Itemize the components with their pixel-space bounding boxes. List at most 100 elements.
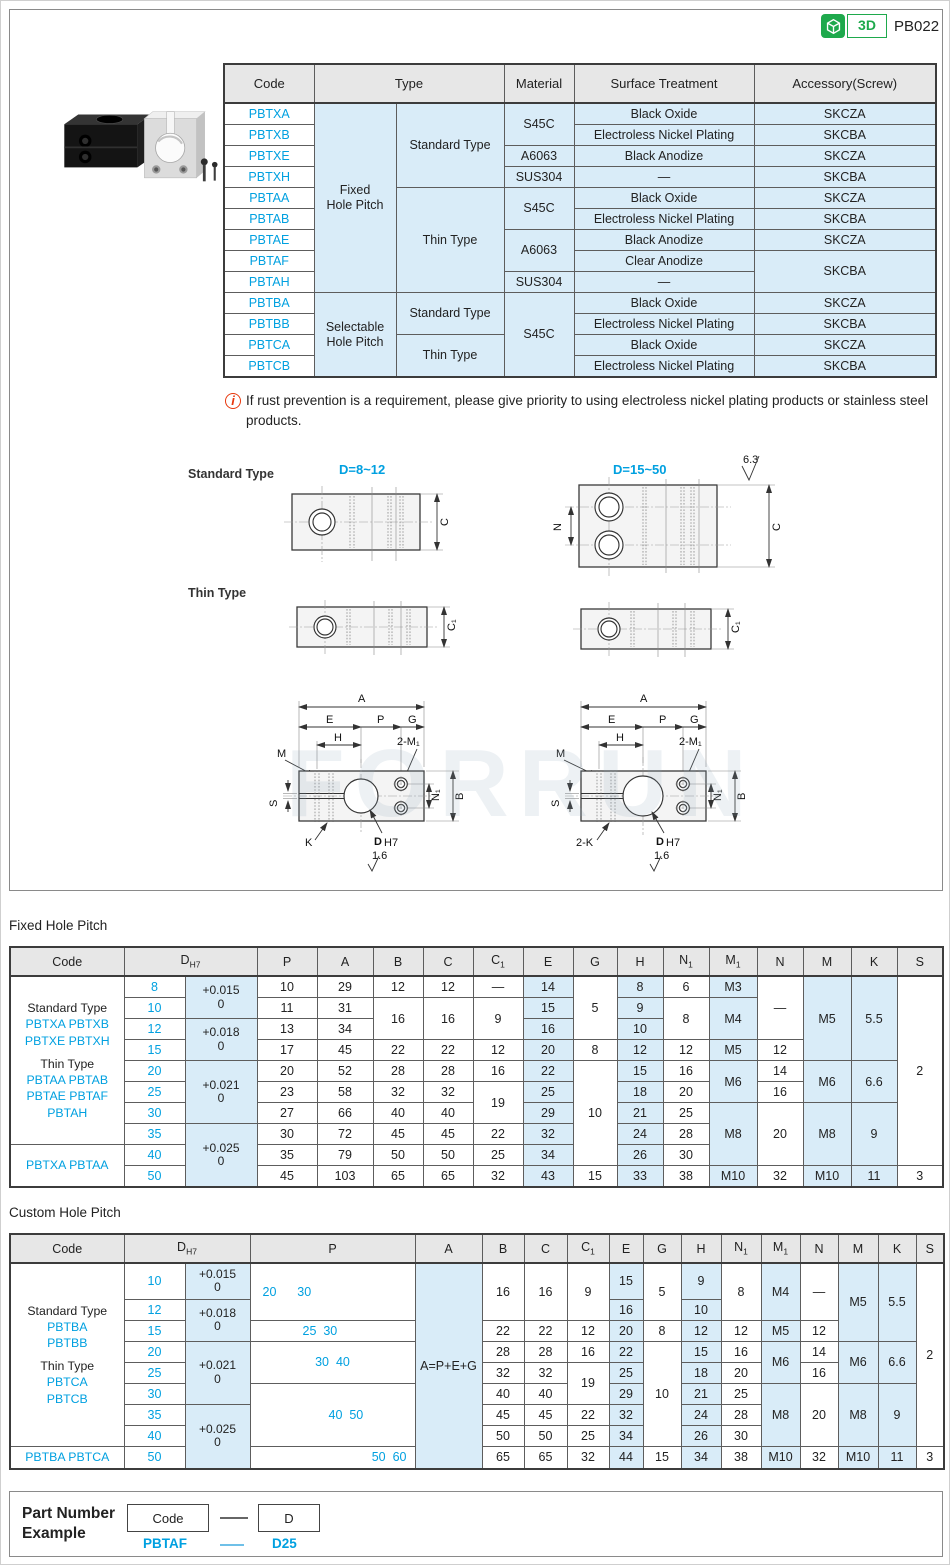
table-cell: 20 xyxy=(799,1382,839,1447)
table-cell: 32 xyxy=(372,1081,424,1103)
table-cell: 16 xyxy=(566,1340,610,1363)
table-cell: SKCBA xyxy=(753,313,937,335)
table-cell: 20 xyxy=(522,1039,574,1061)
column-header: A xyxy=(316,946,374,977)
table-cell: M10 xyxy=(760,1445,801,1470)
table-cell: M5 xyxy=(837,1262,879,1342)
table-cell: 30 xyxy=(123,1382,186,1405)
table-cell: S45C xyxy=(503,187,575,230)
column-header: P xyxy=(249,1233,416,1264)
table-cell: +0.021 0 xyxy=(184,1340,251,1405)
table-cell: 44 xyxy=(608,1445,644,1470)
table-cell: 50 60 xyxy=(249,1445,416,1470)
table-cell: SUS304 xyxy=(503,271,575,293)
table-cell: 65 xyxy=(422,1165,474,1188)
table-cell: 52 xyxy=(316,1060,374,1082)
table-cell: — xyxy=(472,975,524,998)
table-cell: SKCZA xyxy=(753,102,937,125)
table-cell: S45C xyxy=(503,102,575,146)
table-cell: 25 xyxy=(608,1361,644,1384)
table-cell: 12 xyxy=(422,975,474,998)
table-cell: 40 xyxy=(523,1382,568,1405)
table-cell: 10 xyxy=(123,1262,186,1300)
svg-text:6.3: 6.3 xyxy=(743,454,758,466)
table-cell: 58 xyxy=(316,1081,374,1103)
table-cell: 34 xyxy=(522,1144,574,1166)
table-cell: +0.025 0 xyxy=(184,1123,258,1188)
table-cell: M6 xyxy=(802,1060,852,1103)
table-cell: M5 xyxy=(760,1319,801,1342)
dash-line xyxy=(220,1517,248,1519)
column-header: M1 xyxy=(708,946,758,977)
table-cell: 20 30 xyxy=(249,1262,416,1321)
table-cell: 40 xyxy=(123,1424,186,1447)
table-cell: PBTCB xyxy=(223,355,315,378)
table-cell: 40 xyxy=(372,1102,424,1124)
column-header: H xyxy=(680,1233,722,1264)
table-cell: 16 xyxy=(523,1262,568,1321)
table-cell: 20 xyxy=(608,1319,644,1342)
dim-label-s: S xyxy=(269,800,280,807)
table-cell: 12 xyxy=(662,1039,710,1061)
table-cell: M6 xyxy=(708,1060,758,1103)
column-header: N xyxy=(799,1233,839,1264)
column-header: C1 xyxy=(566,1233,610,1264)
dim-label-2m1: 2-M₁ xyxy=(397,736,420,748)
3d-badge[interactable]: 3D xyxy=(847,14,887,38)
table-cell: M4 xyxy=(708,997,758,1040)
table-cell: 25 30 xyxy=(249,1319,416,1342)
table-cell: 25 xyxy=(662,1102,710,1124)
column-header: C xyxy=(523,1233,568,1264)
table-cell: 25 xyxy=(123,1361,186,1384)
table-cell: 24 xyxy=(616,1123,664,1145)
table-cell: 15 xyxy=(616,1060,664,1082)
table-cell: 21 xyxy=(680,1382,722,1405)
table-cell: Fixed Hole Pitch xyxy=(313,102,397,293)
table-cell: PBTXE xyxy=(223,145,315,167)
table-cell: Thin Type xyxy=(395,187,505,293)
table-cell: PBTAH xyxy=(223,271,315,293)
3d-cube-icon[interactable] xyxy=(821,14,845,38)
table-cell: Electroless Nickel Plating xyxy=(573,208,755,230)
thin-plan-drawing-1: C₁ xyxy=(289,600,458,656)
dim-label-m: M xyxy=(277,748,286,760)
table-cell: 2 xyxy=(915,1262,945,1447)
table-cell: 12 xyxy=(372,975,424,998)
column-header: A xyxy=(414,1233,483,1264)
table-cell: +0.025 0 xyxy=(184,1403,251,1470)
table-cell: M6 xyxy=(760,1340,801,1384)
table-cell: 14 xyxy=(522,975,574,998)
info-icon: i xyxy=(225,393,241,409)
table-cell: 45 xyxy=(372,1123,424,1145)
table-cell: 31 xyxy=(316,997,374,1019)
table-cell: 6.6 xyxy=(850,1060,898,1103)
table-cell: 30 xyxy=(662,1144,710,1166)
table-cell: — xyxy=(799,1262,839,1321)
black-clamp-block xyxy=(64,114,152,168)
dim-label-g: G xyxy=(408,714,417,726)
dim-label-m: M xyxy=(556,748,565,760)
table-cell: 34 xyxy=(680,1445,722,1470)
table-cell: 8 xyxy=(662,997,710,1040)
table-cell: 16 xyxy=(720,1340,762,1363)
table-cell: M3 xyxy=(708,975,758,998)
custom-pitch-title: Custom Hole Pitch xyxy=(9,1205,121,1220)
table-cell: PBTXH xyxy=(223,166,315,188)
table-cell: 35 xyxy=(256,1144,318,1166)
screws xyxy=(200,158,218,182)
column-header: Material xyxy=(503,63,575,104)
table-cell: M8 xyxy=(837,1382,879,1447)
table-cell: 19 xyxy=(566,1361,610,1405)
table-cell: PBTBB xyxy=(223,313,315,335)
table-cell: 19 xyxy=(472,1081,524,1124)
table-cell: SKCZA xyxy=(753,187,937,209)
table-cell: 16 xyxy=(372,997,424,1040)
table-cell: — xyxy=(756,975,804,1040)
table-cell: 45 xyxy=(481,1403,525,1426)
dim-label-b: B xyxy=(454,793,466,800)
table-cell: SKCBA xyxy=(753,124,937,146)
table-cell: SUS304 xyxy=(503,166,575,188)
dim-label-n1: N₁ xyxy=(712,789,724,801)
table-cell: 28 xyxy=(523,1340,568,1363)
table-cell: 32 xyxy=(522,1123,574,1145)
